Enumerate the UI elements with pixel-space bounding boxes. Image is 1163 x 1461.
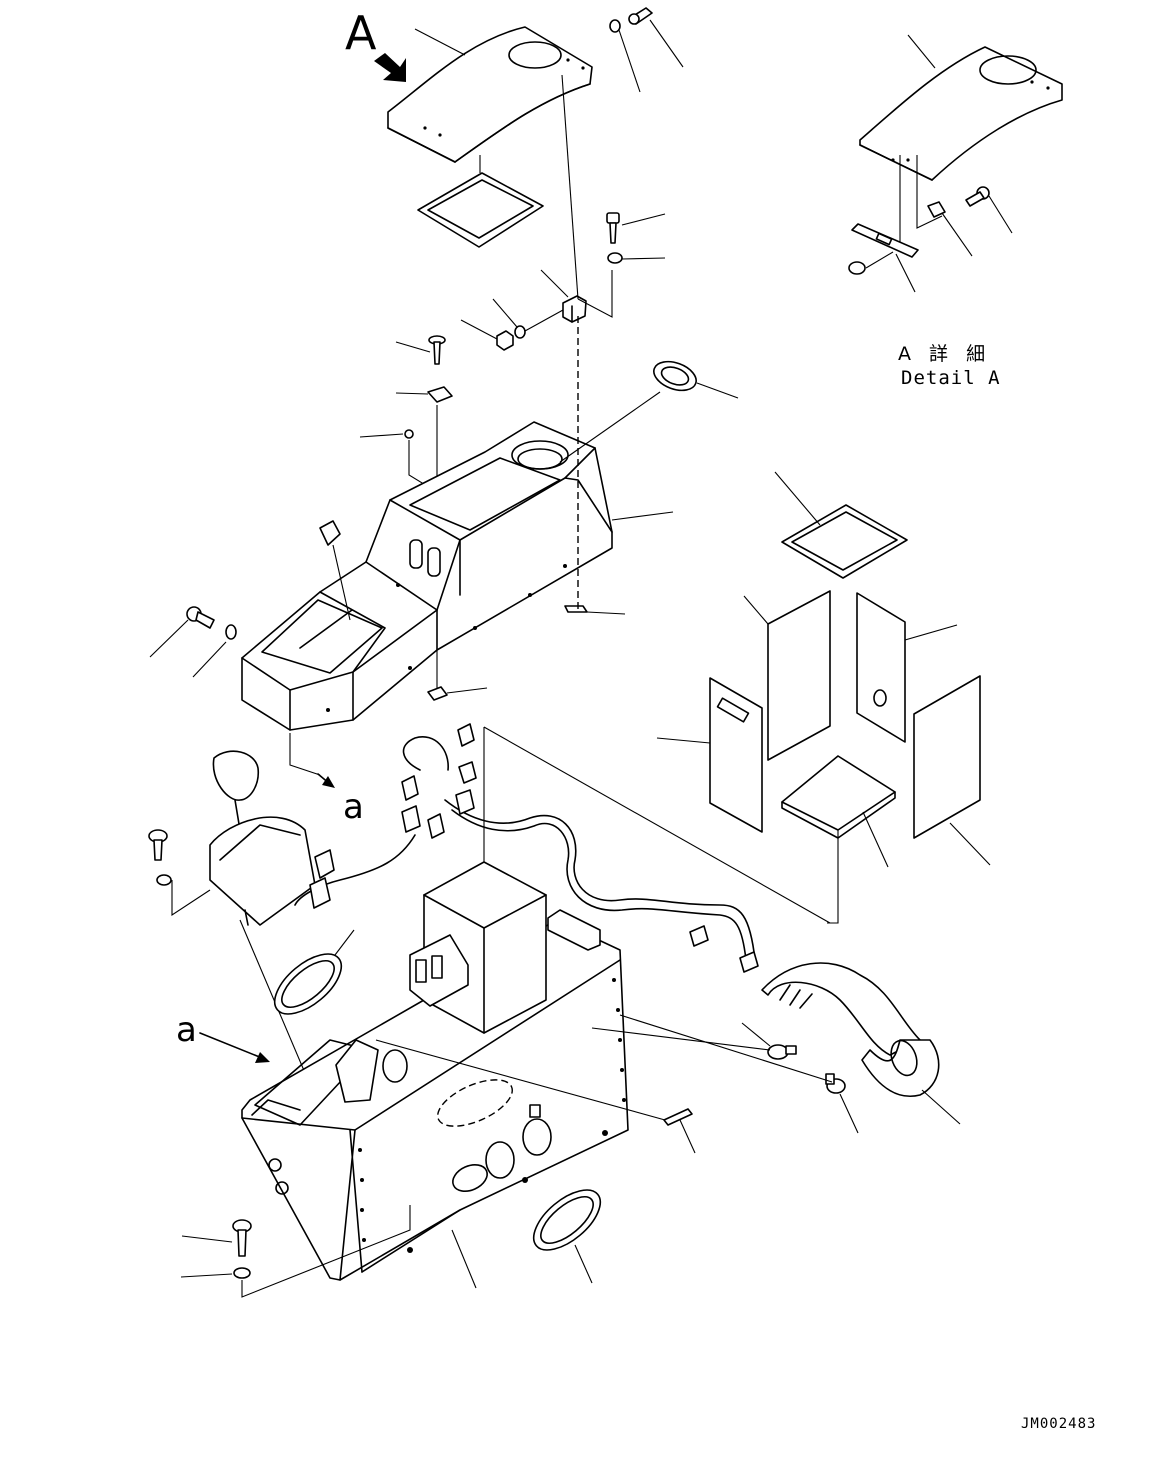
bottom-washer	[233, 1267, 251, 1279]
bolt-mid	[606, 212, 620, 244]
top-cover	[387, 26, 593, 163]
detail-clip	[927, 201, 946, 218]
detail-cover	[859, 46, 1063, 181]
bolt-top	[628, 7, 653, 25]
view-marker-label: A	[345, 6, 377, 60]
switch	[319, 520, 341, 546]
washer-left	[225, 624, 237, 640]
lever-bolt	[148, 829, 168, 861]
view-a-label: a	[343, 787, 364, 827]
clip	[427, 386, 453, 403]
bottom-bolt	[232, 1219, 252, 1257]
bolt-left	[186, 606, 215, 629]
washer-small	[514, 325, 526, 339]
detail-nut	[848, 261, 866, 275]
clip-bottom	[427, 686, 448, 701]
washer-top	[609, 19, 621, 33]
screw-small	[564, 605, 588, 613]
washer-mid	[607, 252, 623, 264]
bracket	[562, 295, 587, 323]
filter-frame-upper	[417, 172, 544, 248]
lever-washer	[156, 874, 172, 886]
detail-title-en: Detail A	[901, 367, 1001, 389]
drawing-number: JM002483	[1021, 1416, 1097, 1432]
pin	[404, 429, 414, 439]
duct-hose	[761, 962, 940, 1097]
gasket-upper	[273, 953, 343, 1015]
filter-frame-lower	[781, 504, 908, 579]
console-body	[241, 421, 613, 731]
leader-line	[414, 28, 466, 56]
seal-strip	[663, 1108, 693, 1126]
grommet	[653, 360, 697, 392]
insulation-pads	[709, 590, 981, 839]
detail-title-jp: A 詳 細	[898, 343, 992, 365]
view-a-label-lower: a	[176, 1010, 197, 1050]
shift-lever	[209, 750, 335, 926]
view-arrow-icon	[374, 53, 406, 82]
detail-bolt	[965, 186, 990, 207]
gasket-lower	[532, 1189, 602, 1251]
nut	[496, 330, 514, 351]
hose-clamp-1	[767, 1044, 797, 1060]
screw	[428, 335, 446, 365]
lower-box	[241, 861, 629, 1281]
wiring-harness	[294, 723, 759, 973]
detail-strap	[851, 223, 919, 258]
hose-clamp-2	[825, 1073, 846, 1094]
